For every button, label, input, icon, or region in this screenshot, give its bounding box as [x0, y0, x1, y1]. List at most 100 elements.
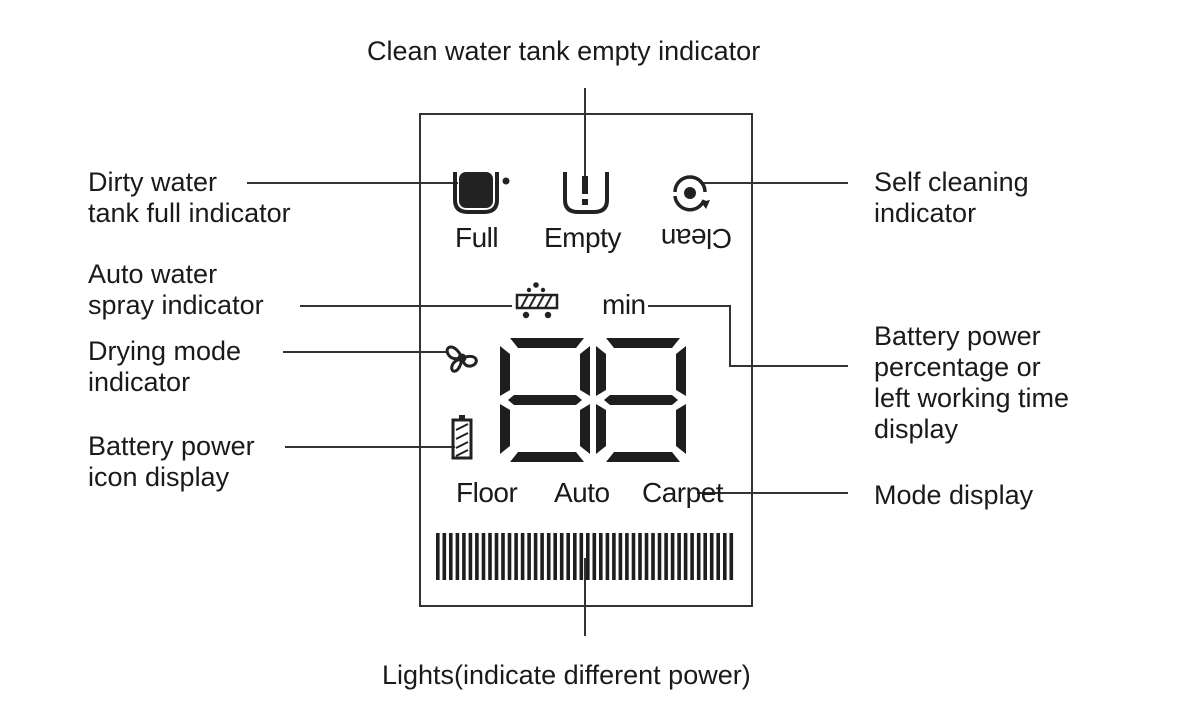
label-dirty-full-line2: tank full indicator	[88, 198, 291, 228]
power-light-bar	[507, 533, 512, 580]
power-light-bar	[520, 533, 525, 580]
power-light-bar	[546, 533, 551, 580]
label-battery-pct: Battery power percentage or left working…	[874, 321, 1069, 445]
power-light-bar	[644, 533, 649, 580]
label-auto-spray-line1: Auto water	[88, 259, 218, 289]
power-light-bar	[573, 533, 577, 580]
lcd-mode-floor: Floor	[456, 477, 518, 508]
label-self-cleaning: Self cleaning indicator	[874, 167, 1029, 229]
battery-icon	[451, 415, 473, 460]
digit-2-segment-b	[676, 346, 686, 396]
label-dirty-full-line1: Dirty water	[88, 167, 218, 197]
power-light-bar	[442, 533, 447, 580]
digit-1-segment-d	[510, 452, 584, 462]
power-light-bar	[481, 533, 486, 580]
digit-1-segment-a	[510, 338, 584, 348]
lcd-mode-carpet: Carpet	[642, 477, 724, 508]
power-light-bars	[436, 533, 734, 580]
power-light-bar	[703, 533, 707, 580]
fan-icon	[445, 345, 478, 373]
label-battery-icon: Battery power icon display	[88, 431, 255, 493]
power-light-bar	[533, 533, 538, 580]
dirty-tank-full-icon	[453, 172, 510, 214]
lcd-min-text: min	[602, 289, 646, 320]
label-drying-line2: indicator	[88, 367, 191, 397]
digit-2-segment-c	[676, 404, 686, 454]
lcd-clean-text: Clean	[661, 223, 732, 254]
label-lights: Lights(indicate different power)	[382, 660, 751, 690]
power-light-bar	[455, 533, 460, 580]
leader-battery-pct	[648, 305, 848, 367]
power-light-bar	[625, 533, 629, 580]
power-light-bar	[709, 533, 714, 580]
digit-1-segment-e	[500, 404, 510, 454]
power-light-bar	[651, 533, 655, 580]
power-light-bar	[514, 533, 518, 580]
label-clean-empty: Clean water tank empty indicator	[367, 36, 761, 66]
power-light-bar	[494, 533, 499, 580]
lcd-full-text: Full	[455, 222, 499, 253]
power-light-bar	[605, 533, 610, 580]
lcd-mode-auto: Auto	[554, 477, 610, 508]
power-light-bar	[670, 533, 675, 580]
power-light-bar	[638, 533, 642, 580]
power-light-bar	[527, 533, 531, 580]
label-battery-pct-line2: percentage or	[874, 352, 1041, 382]
digit-2-segment-a	[606, 338, 680, 348]
digit-1-segment-b	[580, 346, 590, 396]
self-clean-icon	[673, 175, 710, 212]
label-dirty-full: Dirty water tank full indicator	[88, 167, 291, 229]
label-battery-pct-line4: display	[874, 414, 959, 444]
power-light-bar	[586, 533, 590, 580]
power-light-bar	[468, 533, 473, 580]
power-light-bar	[449, 533, 453, 580]
power-light-bar	[553, 533, 557, 580]
power-light-bar	[599, 533, 603, 580]
digit-1-segment-c	[580, 404, 590, 454]
power-light-bar	[579, 533, 584, 580]
power-light-bar	[723, 533, 727, 580]
label-mode-display: Mode display	[874, 480, 1034, 510]
power-light-bar	[436, 533, 440, 580]
label-self-cleaning-line1: Self cleaning	[874, 167, 1029, 197]
digit-2-segment-d	[606, 452, 680, 462]
power-light-bar	[664, 533, 668, 580]
power-light-bar	[559, 533, 564, 580]
power-light-bar	[690, 533, 694, 580]
power-light-bar	[462, 533, 466, 580]
water-spray-icon	[515, 282, 559, 319]
seven-segment-display	[500, 338, 686, 462]
digit-1-segment-g	[508, 395, 582, 405]
label-battery-icon-line2: icon display	[88, 462, 230, 492]
digit-2-segment-f	[596, 346, 606, 396]
digit-2-segment-e	[596, 404, 606, 454]
water-empty-icon	[563, 172, 609, 214]
power-light-bar	[657, 533, 662, 580]
power-light-bar	[566, 533, 570, 580]
power-light-bar	[501, 533, 505, 580]
digit-2-segment-g	[604, 395, 678, 405]
power-light-bar	[618, 533, 623, 580]
power-light-bar	[729, 533, 734, 580]
power-light-bar	[631, 533, 636, 580]
power-light-bar	[540, 533, 544, 580]
label-auto-spray: Auto water spray indicator	[88, 259, 264, 321]
power-light-bar	[488, 533, 492, 580]
lcd-empty-text: Empty	[544, 222, 621, 253]
label-battery-icon-line1: Battery power	[88, 431, 255, 461]
power-light-bar	[677, 533, 681, 580]
label-drying: Drying mode indicator	[88, 336, 241, 398]
power-light-bar	[592, 533, 597, 580]
label-battery-pct-line3: left working time	[874, 383, 1070, 413]
power-light-bar	[683, 533, 688, 580]
digit-1-segment-f	[500, 346, 510, 396]
power-light-bar	[612, 533, 616, 580]
power-light-bar	[696, 533, 701, 580]
label-auto-spray-line2: spray indicator	[88, 290, 264, 320]
power-light-bar	[475, 533, 479, 580]
label-drying-line1: Drying mode	[88, 336, 242, 366]
label-battery-pct-line1: Battery power	[874, 321, 1041, 351]
label-self-cleaning-line2: indicator	[874, 198, 977, 228]
power-light-bar	[716, 533, 720, 580]
